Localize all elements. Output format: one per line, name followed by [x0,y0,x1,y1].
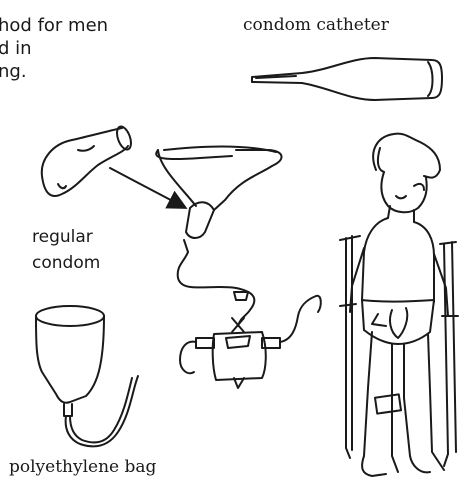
arrow [110,168,184,207]
polyethylene-bag-drawing [36,306,138,446]
boy-on-crutches-drawing [340,134,458,476]
regular-condom-drawing [42,125,134,196]
condom-catheter-drawing [252,58,442,100]
harness-with-drainage-drawing [156,147,321,389]
